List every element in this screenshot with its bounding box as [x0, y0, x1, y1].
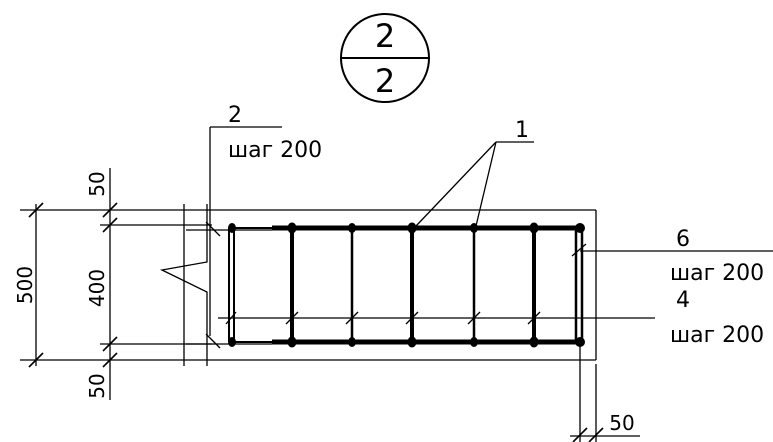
callout-6-pos: 6 [676, 227, 690, 252]
callout-6-note: шаг 200 [670, 261, 764, 286]
callout-2-pos: 2 [228, 103, 242, 128]
callout-4: 4 шаг 200 [670, 288, 764, 348]
callout-1: 1 [415, 118, 534, 227]
dim-overall-height: 500 [13, 266, 37, 304]
concrete-outline [159, 204, 597, 366]
reinforcement [186, 222, 655, 348]
section-mark-top: 2 [375, 17, 395, 55]
dim-bottom-cover: 50 [85, 373, 109, 398]
section-mark-bottom: 2 [375, 62, 395, 100]
callout-2: 2 шаг 200 [205, 103, 322, 349]
callout-4-pos: 4 [676, 288, 690, 313]
dim-top-cover: 50 [85, 171, 109, 196]
callout-2-note: шаг 200 [228, 138, 322, 163]
dim-inner-height: 400 [85, 269, 109, 307]
section-mark: 2 2 [340, 13, 430, 103]
callout-4-note: шаг 200 [670, 323, 764, 348]
callout-1-pos: 1 [515, 118, 529, 143]
callout-6: 6 шаг 200 [571, 227, 773, 286]
dimension-bottom-right: 50 [570, 344, 640, 442]
dimension-left: 500 400 50 50 [13, 168, 212, 400]
dim-side-cover: 50 [609, 411, 634, 435]
